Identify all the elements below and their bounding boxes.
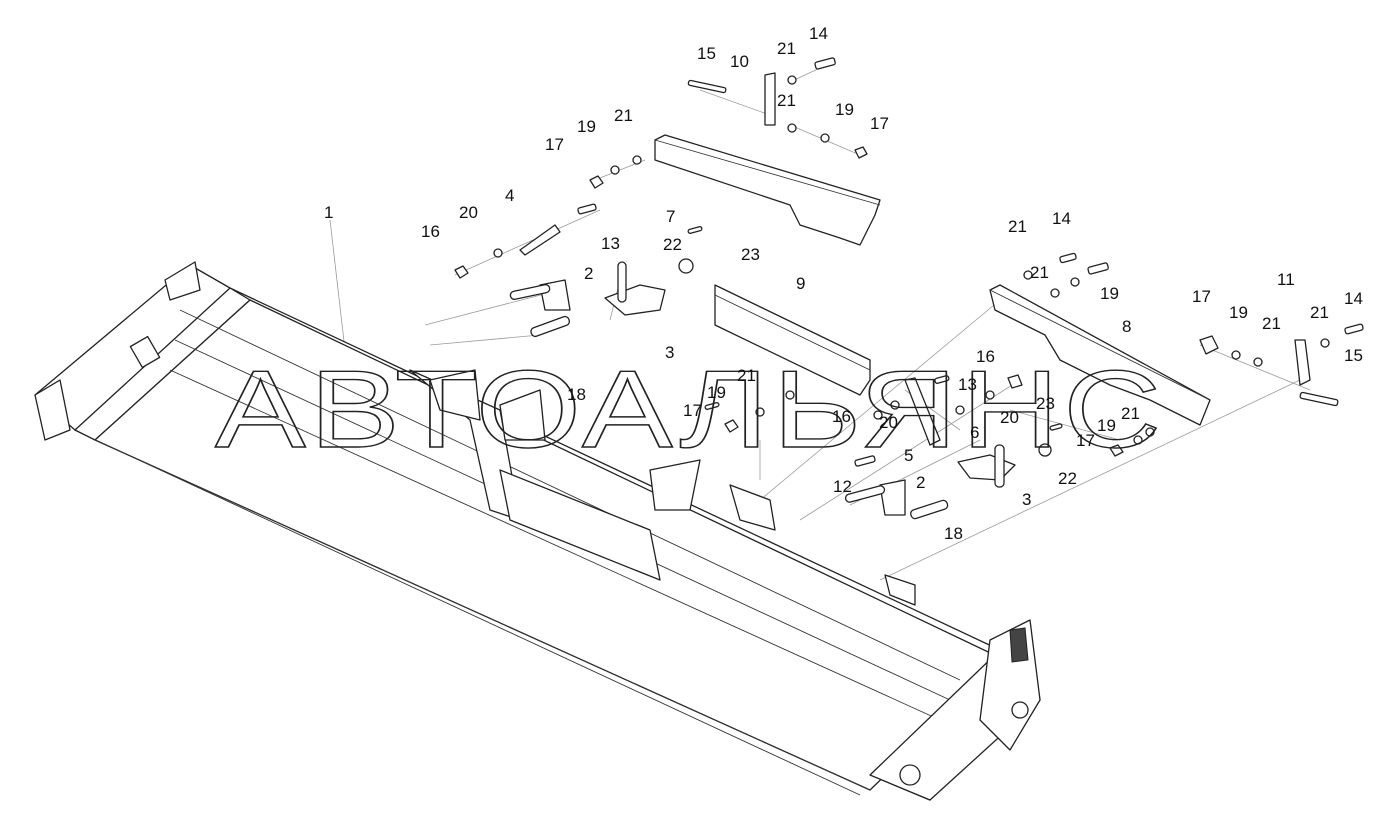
callout-17: 17 (683, 401, 702, 420)
callout-17: 17 (1076, 431, 1095, 450)
fasteners (454, 57, 1364, 467)
callout-3: 3 (1022, 490, 1031, 509)
callout-22: 22 (663, 235, 682, 254)
callout-20: 20 (459, 203, 478, 222)
callout-19: 19 (1229, 303, 1248, 322)
callout-17: 17 (870, 114, 889, 133)
callout-22: 22 (1058, 469, 1077, 488)
callout-16: 16 (421, 222, 440, 241)
callout-19: 19 (707, 383, 726, 402)
callout-21: 21 (777, 91, 796, 110)
callout-6: 6 (970, 423, 979, 442)
callout-19: 19 (1100, 284, 1119, 303)
watermark: АВТОАЛЬЯНС (215, 348, 1165, 471)
callout-21: 21 (1121, 404, 1140, 423)
callout-18: 18 (567, 385, 586, 404)
callout-21: 21 (614, 106, 633, 125)
callout-19: 19 (1097, 416, 1116, 435)
callout-7: 7 (666, 207, 675, 226)
callout-21: 21 (777, 39, 796, 58)
header-frame (34, 261, 1041, 801)
callout-14: 14 (1052, 209, 1071, 228)
callout-15: 15 (1344, 346, 1363, 365)
callout-3: 3 (665, 343, 674, 362)
callout-4: 4 (505, 186, 514, 205)
callout-20: 20 (1000, 408, 1019, 427)
callout-21: 21 (1262, 314, 1281, 333)
callout-16: 16 (976, 347, 995, 366)
callout-2: 2 (584, 264, 593, 283)
callout-17: 17 (1192, 287, 1211, 306)
callout-13: 13 (958, 375, 977, 394)
callout-20: 20 (879, 413, 898, 432)
callout-21: 21 (737, 366, 756, 385)
callout-17: 17 (545, 135, 564, 154)
callout-21: 21 (1008, 217, 1027, 236)
callout-23: 23 (1036, 394, 1055, 413)
callout-5: 5 (904, 446, 913, 465)
callout-12: 12 (833, 477, 852, 496)
callout-11: 11 (1277, 270, 1295, 289)
callout-21: 21 (1030, 263, 1049, 282)
callout-9: 9 (796, 274, 805, 293)
callout-19: 19 (577, 117, 596, 136)
callout-14: 14 (1344, 289, 1363, 308)
plates-4-5 (519, 224, 941, 446)
callout-18: 18 (944, 524, 963, 543)
upper-beam-7 (654, 134, 881, 246)
callout-2: 2 (916, 473, 925, 492)
panel-9 (714, 284, 871, 396)
beam-8 (989, 284, 1211, 426)
callout-16: 16 (832, 407, 851, 426)
callout-21: 21 (1310, 303, 1329, 322)
callout-10: 10 (730, 52, 749, 71)
callout-8: 8 (1122, 317, 1131, 336)
callout-13: 13 (601, 234, 620, 253)
callout-19: 19 (835, 100, 854, 119)
hinge-parts (509, 261, 1016, 520)
callout-14: 14 (809, 24, 828, 43)
callout-15: 15 (697, 44, 716, 63)
callout-1: 1 (324, 203, 333, 222)
callout-23: 23 (741, 245, 760, 264)
callout-labels: 15 10 21 14 21 19 17 19 21 17 1 20 4 16 … (324, 24, 1363, 543)
brackets-10-11 (764, 72, 1311, 386)
